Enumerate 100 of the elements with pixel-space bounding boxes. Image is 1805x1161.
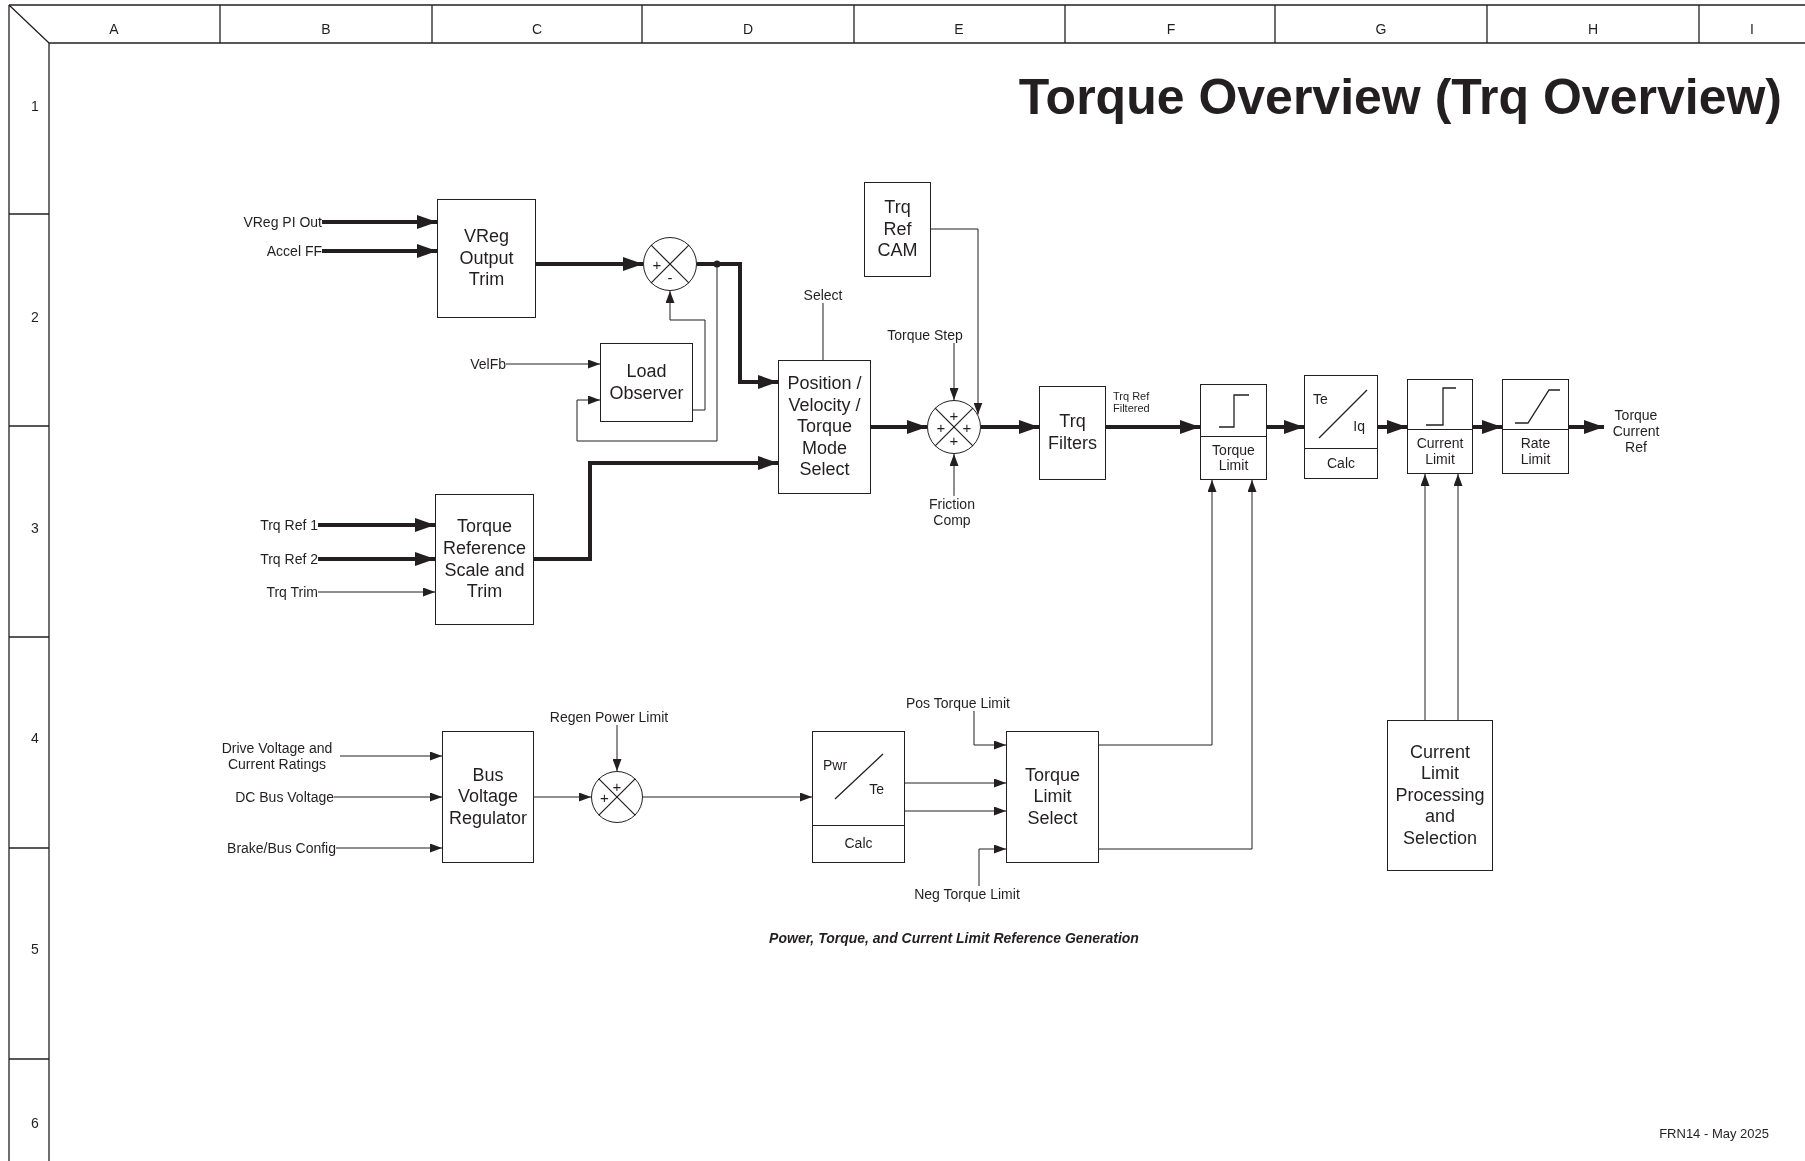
sign-label: + — [600, 789, 609, 805]
arrow — [335, 843, 443, 853]
block-label: Current Limit Processing and Selection — [1394, 741, 1486, 850]
block-label: Trq Ref CAM — [876, 197, 919, 262]
signal-label: Trq Trim — [266, 583, 318, 601]
arrow — [871, 420, 927, 434]
arrow — [534, 456, 778, 561]
grid-reference: C — [531, 22, 543, 38]
signal-label: DC Bus Voltage — [235, 788, 334, 806]
arrow — [322, 244, 437, 258]
signal-label: Pos Torque Limit — [906, 694, 1010, 712]
block-label: Trq Filters — [1047, 411, 1098, 455]
grid-reference: 1 — [31, 99, 39, 115]
arrow — [318, 552, 435, 566]
signal-label: Select — [803, 286, 843, 304]
arrow — [1267, 420, 1304, 434]
function-block — [435, 494, 534, 625]
signal-label: Friction Comp — [917, 495, 987, 529]
signal-label: Trq Ref 1 — [260, 516, 318, 534]
grid-reference: H — [1587, 22, 1599, 38]
arrow — [536, 257, 643, 271]
signal-label: Torque Step — [887, 326, 963, 344]
sign-label: + — [936, 419, 946, 435]
arrow — [1453, 473, 1463, 721]
sign-label: + — [612, 778, 622, 793]
grid-reference: 2 — [31, 310, 39, 326]
signal-label: Trq Ref 2 — [260, 550, 318, 568]
signal-label: Drive Voltage and Current Ratings — [214, 739, 340, 773]
block-label: Calc — [844, 836, 873, 852]
diagram-title: Torque Overview (Trq Overview) — [1018, 70, 1782, 125]
grid-reference: I — [1750, 22, 1754, 38]
function-block — [442, 731, 534, 863]
grid-reference: 6 — [31, 1116, 39, 1132]
block-label: Load Observer — [608, 360, 685, 405]
sign-label: + — [652, 256, 662, 272]
sign-label: + — [949, 407, 959, 423]
summing-junction — [643, 237, 697, 291]
block-label: Rate Limit — [1519, 436, 1552, 467]
arrow — [612, 724, 622, 772]
limiter-block — [1200, 384, 1267, 480]
block-label: Torque Limit Select — [1023, 764, 1081, 830]
arrow — [1106, 420, 1200, 434]
arrow — [1098, 479, 1217, 746]
block-label: Current Limit — [1416, 436, 1464, 467]
arrow — [697, 262, 778, 389]
limiter-block — [1502, 379, 1569, 474]
grid-reference: 3 — [31, 521, 39, 537]
block-label: Iq — [1353, 419, 1365, 435]
arrow — [1569, 420, 1604, 434]
sign-label: + — [962, 419, 972, 435]
block-label: Te — [869, 782, 884, 798]
function-block — [600, 343, 693, 422]
arrow — [949, 342, 959, 401]
signal-label: Torque Current Ref — [1604, 406, 1668, 456]
block-label: Te — [1313, 392, 1328, 408]
function-block — [437, 199, 536, 318]
arrow — [1098, 479, 1257, 850]
arrow — [1420, 473, 1430, 721]
arrow — [978, 844, 1007, 887]
arrow — [904, 778, 1007, 788]
footer-note: FRN14 - May 2025 — [1659, 1126, 1769, 1142]
arrow — [665, 290, 706, 411]
sign-label: - — [667, 269, 673, 285]
block-label: Torque Reference Scale and Trim — [441, 516, 528, 603]
signal-label: VReg PI Out — [243, 213, 322, 231]
arrow — [339, 751, 443, 761]
function-block — [1006, 731, 1099, 863]
block-label: Calc — [1327, 455, 1355, 472]
arrow — [904, 806, 1007, 816]
block-label: VReg Output Trim — [458, 226, 515, 291]
signal-label: Accel FF — [266, 242, 322, 260]
signal-label: Brake/Bus Config — [227, 839, 336, 857]
grid-reference: F — [1166, 22, 1176, 38]
calc-block — [1304, 375, 1378, 479]
block-label: Torque Limit — [1211, 442, 1256, 474]
arrow — [505, 359, 601, 369]
grid-reference: D — [742, 22, 754, 38]
grid-reference: A — [109, 22, 119, 38]
arrow — [322, 215, 437, 229]
arrow — [973, 710, 1007, 750]
grid-reference: 5 — [31, 942, 39, 958]
limiter-block — [1407, 379, 1473, 474]
grid-reference: E — [954, 22, 964, 38]
grid-reference: 4 — [31, 731, 39, 747]
signal-label: VelFb — [470, 355, 506, 373]
block-label: Position / Velocity / Torque Mode Select — [786, 373, 863, 481]
grid-reference: G — [1375, 22, 1387, 38]
arrow — [949, 453, 959, 497]
summing-junction — [591, 771, 643, 823]
arrow — [981, 420, 1039, 434]
connector-line — [822, 302, 824, 361]
arrow — [1378, 420, 1407, 434]
block-label: Bus Voltage Regulator — [448, 764, 528, 830]
block-label: Pwr — [823, 758, 848, 774]
calc-block — [812, 731, 905, 863]
arrow — [642, 792, 813, 802]
signal-label: Regen Power Limit — [549, 708, 669, 726]
arrow — [317, 587, 436, 597]
function-block — [864, 182, 931, 277]
arrow — [533, 792, 592, 802]
